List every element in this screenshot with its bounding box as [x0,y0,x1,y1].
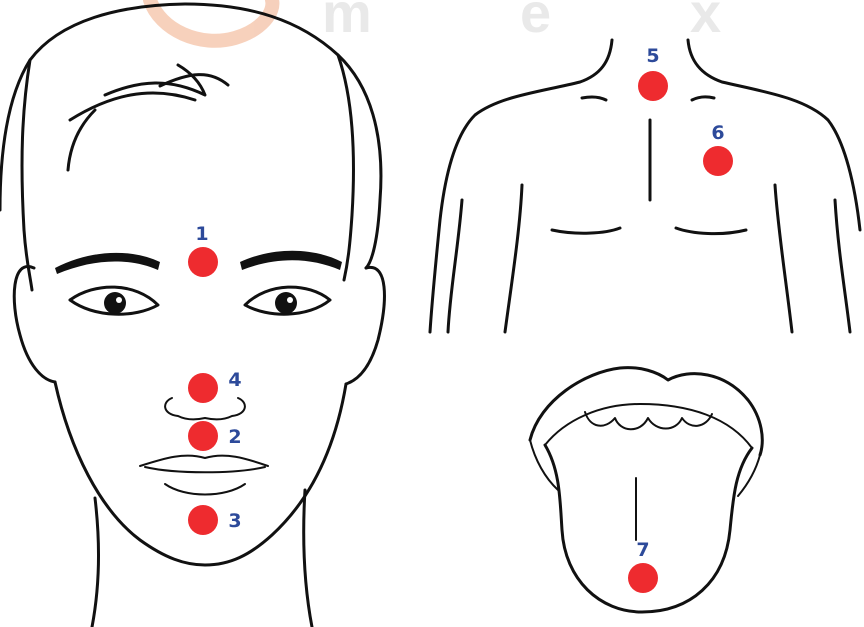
eyebrow-right [240,251,342,270]
ear-left [14,267,55,382]
acupoint-dot [638,71,668,101]
acupoint-label: 4 [228,369,241,391]
pec-right [676,228,746,234]
pec-left [552,228,620,233]
watermark-letter-m: m [322,0,372,44]
acupoint-label: 1 [195,223,208,245]
acupoint-label: 3 [228,510,241,532]
clavicle-right [692,97,714,100]
arm-right-line [835,200,850,332]
acupoint-dot [188,247,218,277]
acupoint-dot [188,373,218,403]
acupoint-label: 2 [228,426,241,448]
neck-left [92,498,98,627]
acupoint-6: 6 [703,122,733,176]
ear-right [346,267,384,384]
watermark-letter-x: x [690,0,721,44]
upper-lip [140,456,268,466]
hair-outline-right [338,55,353,280]
lip-line [145,467,265,472]
acupoint-dot [188,421,218,451]
clavicle-left [582,97,606,100]
acupoint-3: 3 [188,505,242,535]
acupoint-label: 5 [646,45,659,67]
acupoint-label: 6 [711,122,724,144]
hair-outline-left [22,60,32,290]
acupoint-5: 5 [638,45,668,101]
hair-bangs-2 [105,65,205,95]
mouth-outer [530,368,762,455]
eyebrow-left [55,253,160,274]
arm-right-inner [775,185,792,332]
acupoint-dot [628,563,658,593]
acupoint-7: 7 [628,539,658,593]
lower-lip [165,484,245,495]
upper-teeth [585,412,712,429]
acupoint-1: 1 [188,223,218,277]
lip-corner-right [738,455,760,496]
neck-right [304,490,312,627]
acupoint-dot [188,505,218,535]
acupoint-label: 7 [636,539,649,561]
mouth-inner [545,404,752,448]
face-illustration [0,4,384,627]
eye-right [245,287,330,314]
acupoint-dot [703,146,733,176]
acupoint-4: 4 [188,369,242,403]
eye-left [70,287,158,314]
arm-left-inner [505,185,522,332]
arm-left-line [448,200,462,332]
acupoint-2: 2 [188,421,242,451]
watermark-letter-e: e [520,0,551,44]
